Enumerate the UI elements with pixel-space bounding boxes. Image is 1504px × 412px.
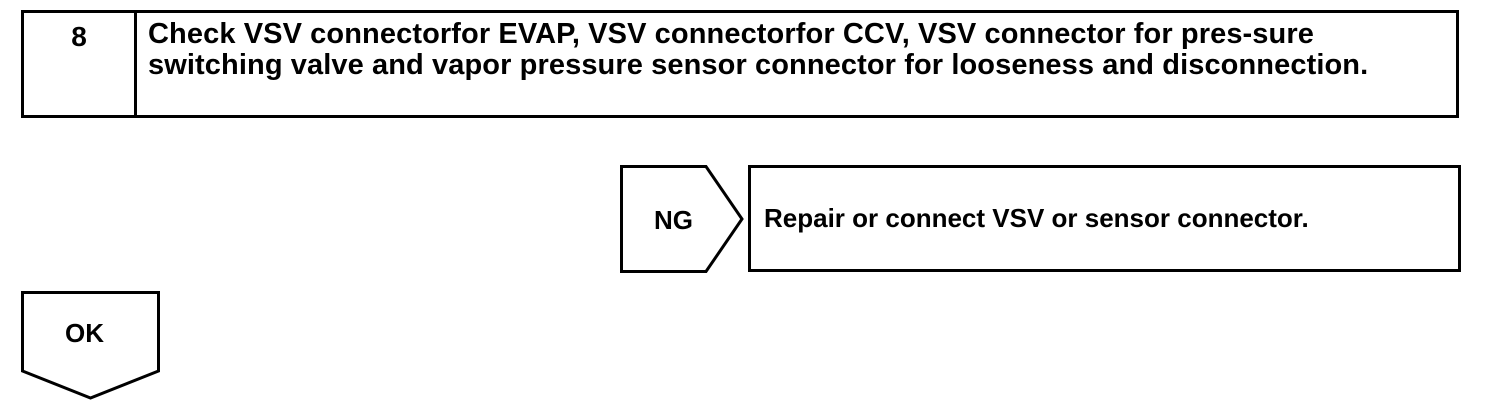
step-title: Check VSV connectorfor EVAP, VSV connect…	[148, 18, 1369, 81]
ng-label: NG	[654, 205, 693, 235]
step-header: 8 Check VSV connectorfor EVAP, VSV conne…	[21, 10, 1459, 118]
ng-arrow-outline	[620, 165, 744, 273]
ok-label: OK	[65, 318, 104, 348]
ng-action-box: Repair or connect VSV or sensor connecto…	[748, 165, 1461, 272]
ok-arrow-outline	[21, 291, 160, 400]
ok-arrow-shape: OK	[21, 291, 161, 401]
ng-arrow-shape: NG	[620, 165, 744, 273]
step-number: 8	[24, 13, 137, 115]
